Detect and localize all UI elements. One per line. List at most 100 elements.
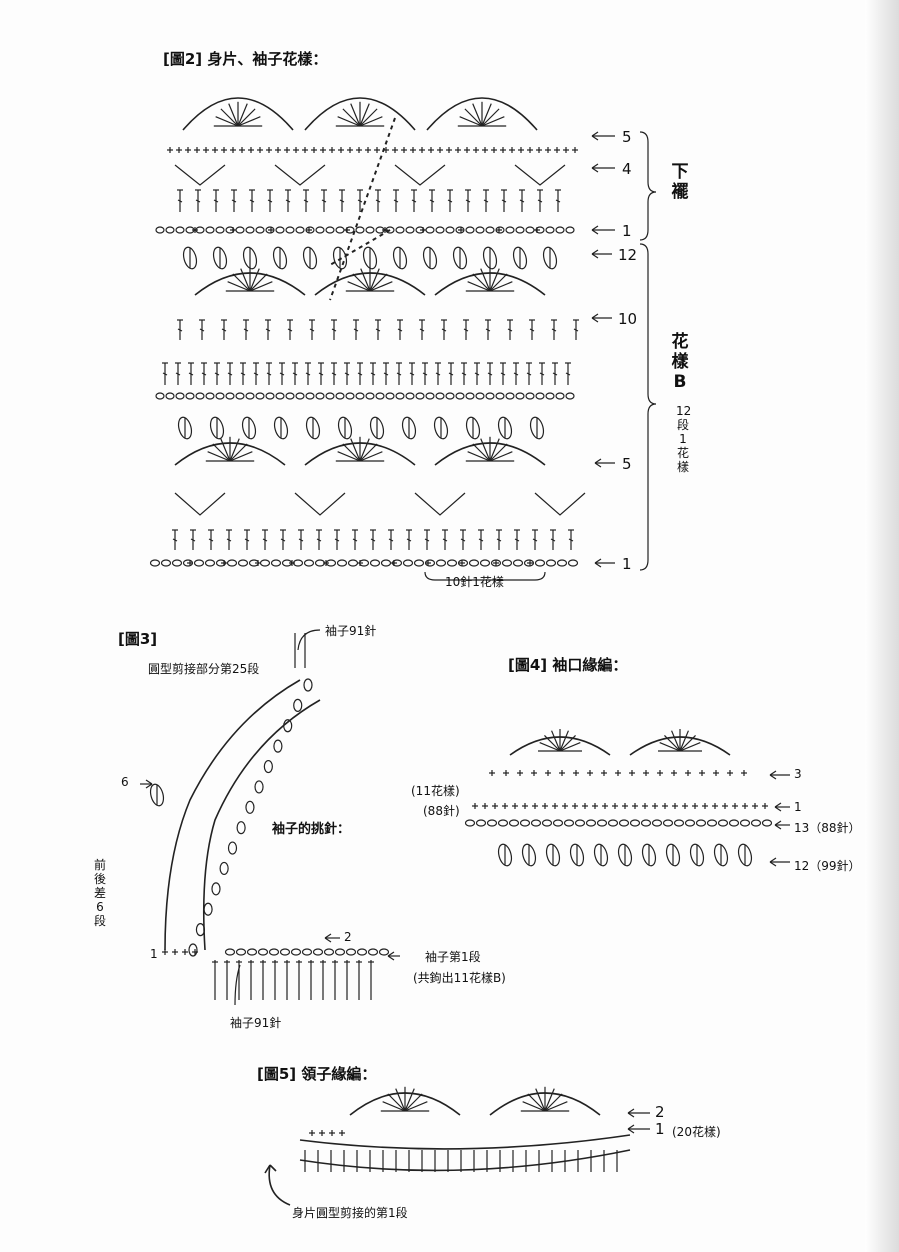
row-arrow bbox=[594, 558, 602, 568]
chain-stitch bbox=[468, 559, 480, 567]
chain-stitch bbox=[336, 559, 348, 567]
dc-stitch bbox=[331, 328, 337, 332]
puff-stitch bbox=[337, 416, 353, 440]
chain-stitch bbox=[465, 226, 475, 234]
fan-stitch bbox=[220, 108, 239, 127]
chain-stitch bbox=[530, 819, 542, 827]
dc-stitch bbox=[231, 199, 237, 203]
dc-stitch bbox=[370, 372, 376, 376]
dc-stitch bbox=[318, 372, 324, 376]
dc-stitch bbox=[419, 328, 425, 332]
fig2-row-label: 5 bbox=[622, 128, 632, 146]
chain-stitch bbox=[193, 559, 205, 567]
chain-stitch bbox=[175, 392, 185, 400]
dc-stitch bbox=[262, 538, 268, 542]
dc-stitch bbox=[357, 372, 363, 376]
dc-stitch bbox=[253, 372, 259, 376]
dc-stitch bbox=[409, 372, 415, 376]
dc-stitch bbox=[532, 538, 538, 542]
puff-stitch bbox=[369, 416, 385, 440]
fan-stitch bbox=[489, 443, 508, 462]
chain-stitch bbox=[563, 819, 575, 827]
fan-stitch bbox=[535, 1088, 546, 1112]
fan-stitch bbox=[404, 1101, 428, 1112]
direction-arrow bbox=[268, 1164, 291, 1206]
fig2-row-label: 1 bbox=[622, 555, 632, 573]
dc-stitch bbox=[285, 199, 291, 203]
dc-stitch bbox=[227, 372, 233, 376]
chain-stitch bbox=[475, 819, 487, 827]
puff-stitch bbox=[149, 783, 165, 807]
fan-stitch bbox=[480, 268, 491, 292]
hem-bracket bbox=[639, 131, 657, 241]
dc-stitch bbox=[303, 199, 309, 203]
chain-stitch bbox=[495, 392, 505, 400]
puff-stitch bbox=[641, 843, 657, 867]
chain-stitch bbox=[293, 698, 303, 712]
chain-stitch bbox=[445, 392, 455, 400]
chain-stitch bbox=[185, 392, 195, 400]
fan-stitch bbox=[350, 103, 361, 127]
fan-stitch bbox=[522, 1101, 546, 1112]
fan-stitch bbox=[489, 268, 500, 292]
chain-stitch bbox=[246, 948, 258, 956]
chain-stitch bbox=[523, 559, 535, 567]
chain-stitch bbox=[215, 226, 225, 234]
puff-stitch bbox=[241, 416, 257, 440]
chain-stitch bbox=[254, 780, 264, 794]
dc-stitch bbox=[529, 328, 535, 332]
dc-stitch bbox=[411, 199, 417, 203]
dc-stitch bbox=[162, 372, 168, 376]
fig3-title: [圖3] bbox=[118, 630, 158, 648]
chain-stitch bbox=[395, 392, 405, 400]
fan-stitch bbox=[337, 116, 361, 127]
chain-stitch bbox=[355, 226, 365, 234]
chain-stitch bbox=[565, 392, 575, 400]
fan-stitch bbox=[472, 103, 483, 127]
dc-stitch bbox=[305, 372, 311, 376]
chain-stitch bbox=[728, 819, 740, 827]
chain-stitch bbox=[385, 392, 395, 400]
chain-stitch bbox=[485, 226, 495, 234]
row-arrow bbox=[591, 163, 599, 173]
fig2-bottom-note: 10針1花樣 bbox=[445, 575, 504, 589]
chain-stitch bbox=[479, 559, 491, 567]
puff-stitch bbox=[569, 843, 585, 867]
puff-stitch bbox=[182, 246, 198, 270]
dc-stitch bbox=[243, 328, 249, 332]
puff-stitch bbox=[392, 246, 408, 270]
puff-stitch bbox=[422, 246, 438, 270]
fig4-row-12: 12（99針） bbox=[794, 859, 861, 873]
dc-stitch bbox=[460, 538, 466, 542]
dc-stitch bbox=[352, 538, 358, 542]
puff-stitch bbox=[737, 843, 753, 867]
fan-stitch bbox=[467, 281, 491, 292]
dc-stitch bbox=[568, 538, 574, 542]
chain-stitch bbox=[673, 819, 685, 827]
dc-stitch bbox=[339, 199, 345, 203]
dc-stitch bbox=[388, 538, 394, 542]
fan-stitch bbox=[359, 116, 383, 127]
fan-stitch bbox=[232, 273, 251, 292]
repeat-brace bbox=[424, 571, 546, 581]
chain-stitch bbox=[445, 226, 455, 234]
dc-stitch bbox=[201, 372, 207, 376]
fan-stitch bbox=[489, 281, 513, 292]
dc-stitch bbox=[500, 372, 506, 376]
fan-stitch bbox=[679, 730, 689, 752]
fan-stitch bbox=[359, 451, 383, 462]
dc-stitch bbox=[519, 199, 525, 203]
dc-stitch bbox=[383, 372, 389, 376]
chain-stitch bbox=[435, 559, 447, 567]
puff-stitch bbox=[177, 416, 193, 440]
fig5-title: [圖5] 領子緣編： bbox=[257, 1065, 377, 1083]
chain-stitch bbox=[245, 392, 255, 400]
dc-stitch bbox=[396, 372, 402, 376]
dc-stitch bbox=[375, 328, 381, 332]
chain-stitch bbox=[640, 819, 652, 827]
fan-stitch bbox=[359, 103, 370, 127]
dc-stitch bbox=[573, 328, 579, 332]
chain-stitch bbox=[465, 392, 475, 400]
puff-stitch bbox=[302, 246, 318, 270]
scallop-arch bbox=[304, 97, 416, 131]
